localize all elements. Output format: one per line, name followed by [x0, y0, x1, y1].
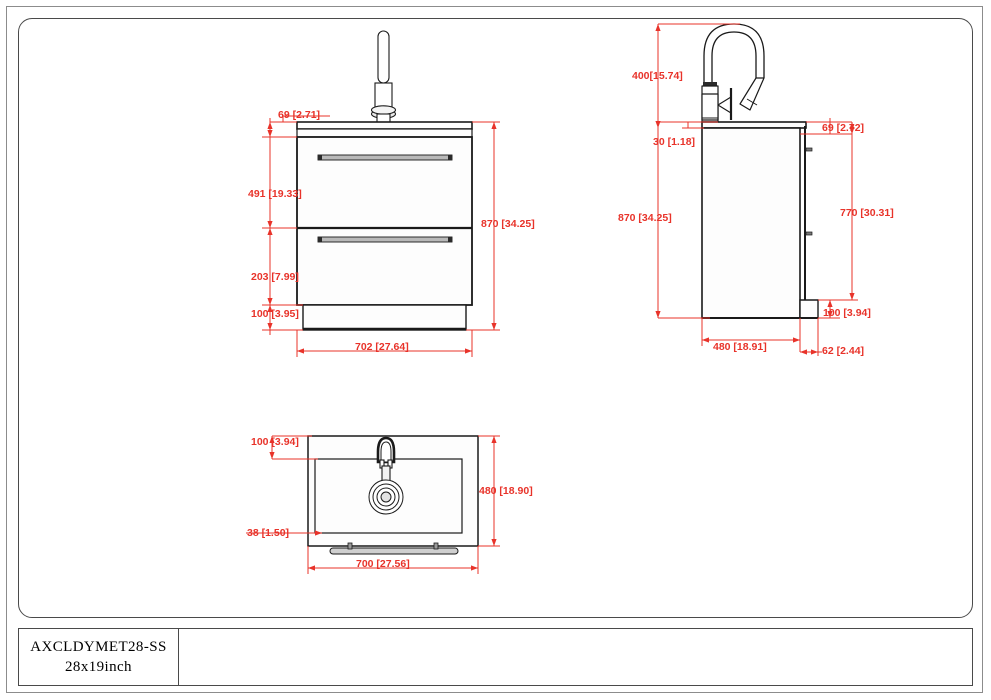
dim-side-top-offset: 69 [2.72] — [822, 122, 865, 134]
dim-front-total-height: 870 [34.25] — [481, 218, 535, 230]
title-block: AXCLDYMET28-SS 28x19inch — [18, 628, 973, 686]
side-dimension-lines — [657, 23, 858, 356]
dim-front-total-width: 702 [27.64] — [355, 341, 409, 353]
top-dimension-arrows — [269, 436, 497, 571]
side-dimension-arrows — [655, 24, 855, 355]
lower-drawer-handle — [317, 236, 453, 243]
dim-side-counter-thickness: 30 [1.18] — [653, 136, 696, 148]
upper-handle-side — [805, 147, 813, 152]
dim-side-plinth-height: 100 [3.94] — [823, 307, 871, 319]
upper-drawer-handle — [317, 154, 453, 161]
dim-side-toe-recess: 62 [2.44] — [822, 345, 865, 357]
dim-top-width: 700 [27.56] — [356, 558, 410, 570]
front-elevation-view: 69 [2.71] 491 [19.33] 203 [7.99] 100 [3.… — [0, 0, 560, 400]
side-elevation-geometry — [655, 23, 858, 356]
top-dimension-lines — [246, 435, 500, 574]
dim-front-upper-drawer: 491 [19.33] — [248, 188, 302, 200]
dim-top-front-offset: 38 [1.50] — [247, 527, 290, 539]
dim-side-faucet-height: 400[15.74] — [632, 70, 683, 82]
top-plan-geometry — [246, 435, 500, 574]
front-elevation-geometry — [262, 30, 500, 357]
faucet-side-icon — [701, 23, 765, 123]
cabinet-body-side — [701, 127, 801, 319]
top-plan-view: 100 [3.94] 38 [1.50] 480 [18.90] 700 [27… — [0, 400, 560, 600]
size-label-text: 28x19inch — [65, 659, 132, 675]
drawing-area-frame — [18, 18, 973, 618]
toe-kick-side — [799, 299, 819, 319]
faucet-top-icon — [368, 436, 404, 515]
sheet-outer-border — [6, 6, 983, 693]
plinth-front — [302, 304, 467, 331]
model-code-text: AXCLDYMET28-SS — [30, 638, 167, 655]
cabinet-body-front — [296, 136, 473, 306]
front-dimension-arrows — [267, 122, 497, 354]
countertop-side — [701, 121, 807, 129]
countertop-front — [296, 121, 473, 130]
dim-side-cabinet-height: 770 [30.31] — [840, 207, 894, 219]
dim-top-back-offset: 100 [3.94] — [251, 436, 299, 448]
side-elevation-view: 400[15.74] 30 [1.18] 69 [2.72] 870 [34.2… — [600, 0, 991, 400]
title-block-model-cell: AXCLDYMET28-SS 28x19inch — [19, 629, 179, 685]
dim-top-depth: 480 [18.90] — [479, 485, 533, 497]
dim-front-plinth: 100 [3.95] — [251, 308, 299, 320]
dim-side-depth: 480 [18.91] — [713, 341, 767, 353]
dim-front-top-offset: 69 [2.71] — [278, 109, 321, 121]
dim-front-lower-drawer: 203 [7.99] — [251, 271, 299, 283]
handle-bar-plan — [329, 542, 459, 555]
dim-side-total-height: 870 [34.25] — [618, 212, 672, 224]
lower-handle-side — [805, 231, 813, 236]
